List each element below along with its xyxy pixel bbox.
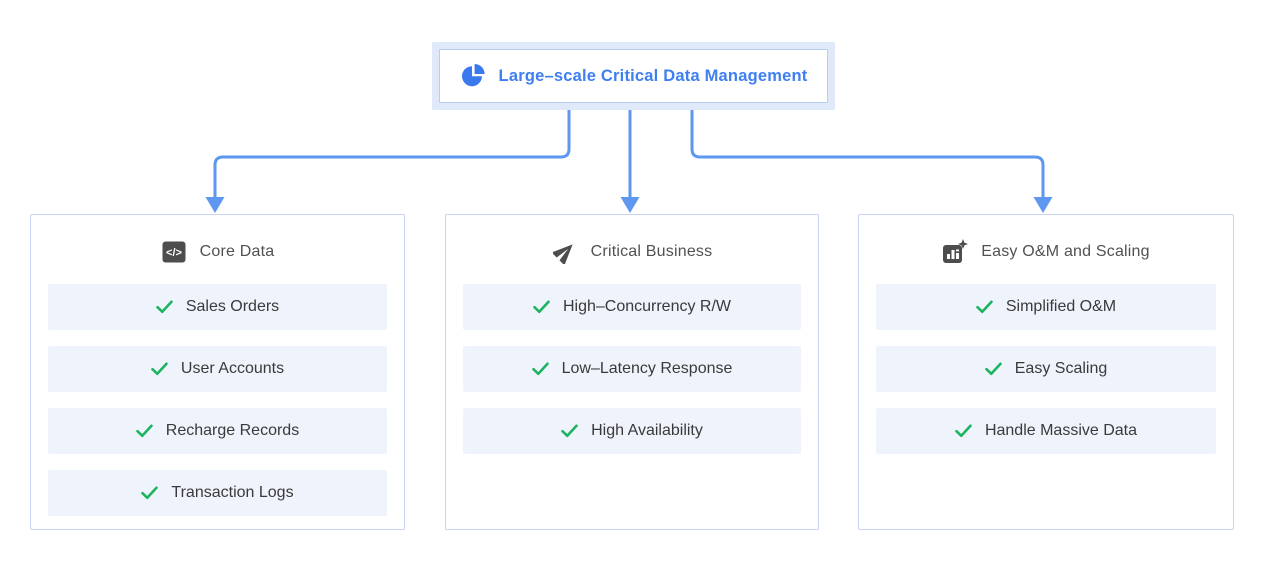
- list-item-label: Low–Latency Response: [561, 360, 733, 377]
- panel-title: Core Data: [199, 242, 275, 260]
- list-item: Simplified O&M: [876, 284, 1216, 330]
- check-icon: [955, 424, 972, 438]
- list-item: High–Concurrency R/W: [463, 284, 801, 330]
- root-node: Large–scale Critical Data Management: [432, 42, 835, 110]
- check-icon: [151, 362, 168, 376]
- check-icon: [976, 300, 993, 314]
- panel-title: Critical Business: [590, 242, 713, 260]
- check-icon: [135, 424, 153, 438]
- root-node-inner: Large–scale Critical Data Management: [439, 49, 828, 103]
- list-item-label: Easy Scaling: [1014, 360, 1108, 377]
- arrowhead-middle-icon: [620, 197, 640, 213]
- list-item-label: User Accounts: [180, 360, 285, 377]
- panel-critical-business: Critical Business High–Concurrency R/W L…: [445, 214, 819, 530]
- check-icon: [984, 362, 1002, 376]
- check-icon: [156, 300, 173, 314]
- svg-text:</>: </>: [166, 247, 182, 259]
- list-item: High Availability: [463, 408, 801, 454]
- check-icon: [533, 300, 550, 314]
- check-icon: [561, 424, 578, 438]
- connector-left: [213, 106, 571, 198]
- list-item-label: Transaction Logs: [171, 484, 294, 501]
- list-item: Handle Massive Data: [876, 408, 1216, 454]
- arrowhead-right-icon: [1033, 197, 1053, 213]
- list-item-label: High–Concurrency R/W: [562, 298, 732, 315]
- panel-core-data-header: </> Core Data: [48, 215, 387, 284]
- list-item: Transaction Logs: [48, 470, 387, 516]
- panel-easy-om-scaling: Easy O&M and Scaling Simplified O&M Easy…: [858, 214, 1234, 530]
- root-title: Large–scale Critical Data Management: [498, 66, 808, 85]
- list-item-label: Handle Massive Data: [984, 422, 1138, 439]
- list-item: Low–Latency Response: [463, 346, 801, 392]
- panel-core-data: </> Core Data Sales Orders User Accounts…: [30, 214, 405, 530]
- list-item-label: Simplified O&M: [1005, 298, 1117, 315]
- connector-right: [690, 106, 1045, 198]
- panel-critical-business-header: Critical Business: [463, 215, 801, 284]
- list-item-label: Recharge Records: [165, 422, 300, 439]
- list-item: User Accounts: [48, 346, 387, 392]
- check-icon: [141, 486, 159, 500]
- paper-plane-icon: [552, 239, 578, 265]
- bar-chart-sparkle-icon: [942, 238, 969, 265]
- list-item: Easy Scaling: [876, 346, 1216, 392]
- list-item-label: Sales Orders: [185, 298, 280, 315]
- arrowhead-left-icon: [205, 197, 225, 213]
- code-icon: </>: [161, 239, 187, 265]
- panel-easy-om-scaling-header: Easy O&M and Scaling: [876, 215, 1216, 284]
- check-icon: [531, 362, 549, 376]
- list-item: Sales Orders: [48, 284, 387, 330]
- list-item-label: High Availability: [591, 422, 703, 439]
- panel-title: Easy O&M and Scaling: [981, 242, 1150, 260]
- list-item: Recharge Records: [48, 408, 387, 454]
- pie-chart-icon: [460, 63, 486, 89]
